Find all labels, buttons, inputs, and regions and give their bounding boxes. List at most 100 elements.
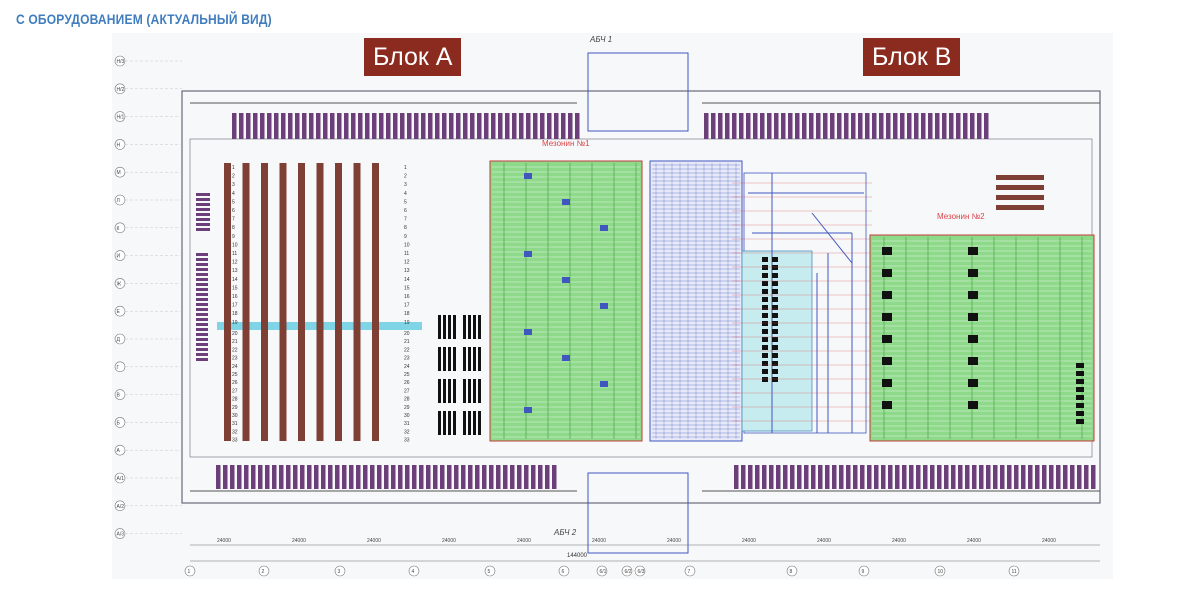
mezzanine-1-marker bbox=[562, 199, 570, 205]
mezzanine-2-rack bbox=[968, 401, 978, 409]
purple-rack bbox=[825, 465, 830, 489]
mezzanine-2-rack bbox=[882, 247, 892, 255]
conveyor-unit bbox=[772, 289, 778, 294]
axis-number-marker bbox=[596, 565, 608, 577]
conveyor-unit bbox=[772, 369, 778, 374]
black-rack bbox=[443, 347, 446, 371]
purple-rack bbox=[928, 113, 933, 139]
black-rack bbox=[468, 379, 471, 403]
mezzanine-2-rack bbox=[968, 269, 978, 277]
conveyor-unit bbox=[762, 377, 768, 382]
purple-rack bbox=[196, 268, 208, 271]
purple-rack bbox=[986, 465, 991, 489]
mezzanine-2-rack bbox=[882, 291, 892, 299]
span-dimension-label: 24000 bbox=[967, 538, 981, 544]
purple-rack bbox=[538, 465, 543, 489]
rack-number: 19 bbox=[404, 320, 410, 326]
rack-number: 11 bbox=[232, 251, 237, 257]
axis-number-marker bbox=[408, 565, 420, 577]
rack-number: 26 bbox=[404, 380, 410, 386]
purple-rack bbox=[196, 273, 208, 276]
purple-rack bbox=[253, 113, 258, 139]
purple-rack bbox=[1070, 465, 1075, 489]
purple-rack bbox=[970, 113, 975, 139]
black-rack bbox=[448, 411, 451, 435]
rack-number: 32 bbox=[232, 429, 238, 435]
purple-rack bbox=[510, 465, 515, 489]
top-right-rack bbox=[996, 185, 1044, 190]
purple-rack bbox=[505, 113, 510, 139]
purple-rack bbox=[470, 113, 475, 139]
rack-number: 22 bbox=[404, 347, 410, 353]
purple-rack bbox=[531, 465, 536, 489]
mezzanine-1-marker bbox=[600, 303, 608, 309]
purple-rack bbox=[914, 113, 919, 139]
purple-rack bbox=[977, 113, 982, 139]
conveyor-unit bbox=[772, 305, 778, 310]
purple-rack bbox=[482, 465, 487, 489]
purple-rack bbox=[1077, 465, 1082, 489]
bottom-center-building bbox=[587, 472, 689, 554]
purple-rack bbox=[963, 113, 968, 139]
rack-number: 21 bbox=[232, 339, 238, 345]
purple-rack bbox=[746, 113, 751, 139]
rack-number: 21 bbox=[404, 339, 410, 345]
purple-rack bbox=[734, 465, 739, 489]
purple-rack bbox=[309, 113, 314, 139]
rack-number: 23 bbox=[404, 356, 410, 362]
top-right-rack bbox=[996, 175, 1044, 180]
purple-rack bbox=[547, 113, 552, 139]
mezzanine-1-marker bbox=[562, 277, 570, 283]
purple-rack bbox=[239, 113, 244, 139]
purple-racks-group bbox=[196, 113, 1096, 489]
conveyor-unit bbox=[772, 361, 778, 366]
rack-number: 1 bbox=[232, 165, 235, 171]
purple-rack bbox=[781, 113, 786, 139]
purple-rack bbox=[711, 113, 716, 139]
conveyor-unit bbox=[772, 265, 778, 270]
axis-letter-label: Б bbox=[117, 420, 121, 426]
rack-number: 15 bbox=[232, 285, 238, 291]
black-rack bbox=[468, 347, 471, 371]
purple-rack bbox=[1028, 465, 1033, 489]
axis-letter-label: М bbox=[117, 170, 121, 176]
rack-number: 6 bbox=[232, 208, 235, 214]
rack-number: 29 bbox=[404, 405, 410, 411]
purple-rack bbox=[391, 465, 396, 489]
purple-rack bbox=[718, 113, 723, 139]
purple-rack bbox=[447, 465, 452, 489]
mezzanine-2-rack bbox=[968, 379, 978, 387]
mezzanine-1-marker bbox=[600, 381, 608, 387]
conveyor-unit bbox=[772, 257, 778, 262]
axis-letter-label: И bbox=[117, 254, 121, 260]
rack-number: 24 bbox=[404, 364, 410, 370]
axis-number-marker bbox=[334, 565, 346, 577]
purple-rack bbox=[755, 465, 760, 489]
black-rack bbox=[438, 315, 441, 339]
purple-rack bbox=[232, 113, 237, 139]
purple-rack bbox=[274, 113, 279, 139]
purple-rack bbox=[484, 113, 489, 139]
conveyor-unit bbox=[772, 297, 778, 302]
purple-rack bbox=[972, 465, 977, 489]
purple-rack bbox=[802, 113, 807, 139]
brown-rack bbox=[316, 163, 324, 441]
mezzanine-1-marker bbox=[562, 355, 570, 361]
purple-rack bbox=[330, 113, 335, 139]
rack-number: 12 bbox=[404, 260, 410, 266]
conveyor-unit bbox=[772, 337, 778, 342]
axis-letter-label: Е bbox=[117, 309, 121, 315]
rack-number: 8 bbox=[404, 225, 407, 231]
purple-rack bbox=[196, 228, 210, 231]
purple-rack bbox=[196, 283, 208, 286]
purple-rack bbox=[902, 465, 907, 489]
purple-rack bbox=[491, 113, 496, 139]
purple-rack bbox=[230, 465, 235, 489]
purple-rack bbox=[412, 465, 417, 489]
purple-rack bbox=[832, 465, 837, 489]
purple-rack bbox=[823, 113, 828, 139]
purple-rack bbox=[552, 465, 557, 489]
brown-rack bbox=[372, 163, 379, 441]
